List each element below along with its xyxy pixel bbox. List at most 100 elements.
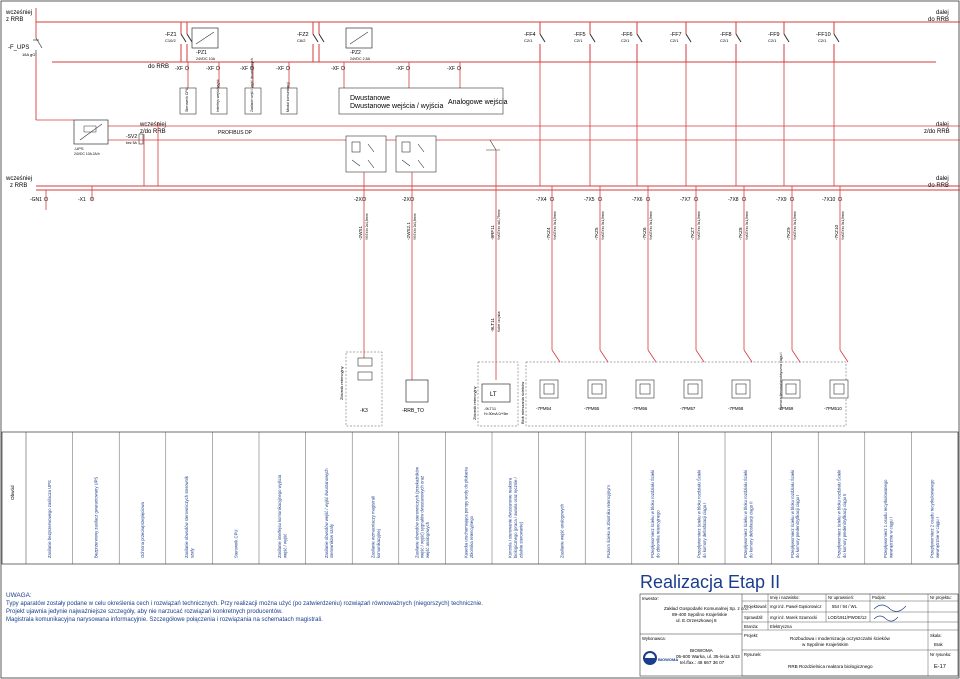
svg-text:-7KZ7: -7KZ7 [690,227,695,240]
svg-text:wcześniej: wcześniej [5,176,32,182]
svg-text:-7KZ6: -7KZ6 [642,227,647,240]
legend-cell-text: biologicznego (praca / awaria oraz ręczn… [513,476,518,558]
legend-cell-text: Zasilanie interfejsu komunikacyjnego wyj… [277,474,282,558]
legend-cell-text: szafy [189,547,194,558]
svg-text:-7X7: -7X7 [680,197,691,203]
relay-analog [486,139,500,151]
module-binary-io: Dwustanowe wejścia / wyjścia [350,103,443,110]
svg-text:z/do RRB: z/do RRB [924,129,950,135]
svg-text:C2/1: C2/1 [524,38,533,43]
svg-text:Zakład Gospodarki Komunalnej S: Zakład Gospodarki Komunalnej Sp. z o.o. [664,606,749,611]
svg-text:Sprawdził:: Sprawdził: [744,615,763,620]
svg-text:-7X10: -7X10 [822,197,836,203]
svg-text:-XF: -XF [331,66,339,72]
svg-text:YKSYżo 2x1,5mm²: YKSYżo 2x1,5mm² [365,213,369,240]
svg-text:-7KZ9: -7KZ9 [786,227,791,240]
svg-text:Zbiornik retencyjny: Zbiornik retencyjny [472,386,477,420]
bus-drops [45,62,841,350]
svg-text:-PZ2: -PZ2 [350,50,361,56]
svg-text:YnKGYżo 3x1,5mm²: YnKGYżo 3x1,5mm² [649,211,653,240]
module-interface: Interfejs wejść/wyjść [216,79,220,112]
svg-text:Rysunek:: Rysunek: [744,652,761,657]
svg-text:-9RF11: -9RF11 [490,225,495,240]
legend-header: Obwód [10,485,15,500]
legend-cell-text: Sterownik CPU [233,530,238,558]
legend-cell-text: Przepływomierz ścieku w bloku rozdziału … [697,470,702,558]
svg-text:-XF: -XF [396,66,404,72]
legend-cell-text: Zasilanie obwodów sterowniczych (przekaź… [414,466,419,558]
svg-text:Imię i nazwisko:: Imię i nazwisko: [770,595,800,600]
svg-text:C6/2: C6/2 [297,38,306,43]
relay-block-1 [345,135,387,173]
top-right-reference: dalej do RRB [928,10,949,23]
svg-text:C2/1: C2/1 [621,38,630,43]
svg-text:dalej: dalej [936,176,949,182]
svg-text:-7PM510: -7PM510 [824,406,842,411]
svg-text:H=30mA 0/+5m: H=30mA 0/+5m [484,412,508,416]
next-to: do RRB [928,17,949,23]
svg-text:-FF7: -FF7 [670,32,682,38]
svg-text:Nr projektu:: Nr projektu: [930,595,952,600]
svg-text:-2WS1: -2WS1 [358,226,363,240]
legend-cell-text: komunikacyjnej [376,529,381,558]
notes-line-1: Typy aparatów zostały podane w celu okre… [6,601,483,607]
svg-text:Nr rysunku:: Nr rysunku: [930,652,951,657]
svg-text:YnKGYżo 3x1,5mm²: YnKGYżo 3x1,5mm² [697,211,701,240]
svg-text:554 / 94 / WL: 554 / 94 / WL [832,604,858,609]
svg-text:tel./fax.: 48 667 36 07: tel./fax.: 48 667 36 07 [680,660,725,665]
svg-text:-7KZ4: -7KZ4 [546,227,551,240]
svg-text:-XF: -XF [240,66,248,72]
svg-text:C10/2: C10/2 [165,38,176,43]
notes: UWAGA: Typy aparatów zostały podane w ce… [6,592,483,623]
svg-text:YnKGYżo 3x1,5mm²: YnKGYżo 3x1,5mm² [793,211,797,240]
svg-text:24VDC 10A: 24VDC 10A [196,57,216,61]
module-comm: Moduł komunikacji [286,82,290,112]
svg-text:YnKGYżo 4x0,75mm²: YnKGYżo 4x0,75mm² [497,209,501,240]
svg-text:bez 5A: bez 5A [126,141,138,145]
svg-text:ul. E.Orzeszkowej 8: ul. E.Orzeszkowej 8 [676,618,717,623]
lower-buses [36,185,960,191]
cable-labels: -2WS1 YKSYżo 2x1,5mm² -2WS2.1 YKSYżo 2x1… [358,209,845,332]
svg-text:Kabel czujnika: Kabel czujnika [497,311,501,332]
legend-cell-text: Przepływomierz ścieku w bloku rozdziału … [650,470,655,558]
svg-text:C2/1: C2/1 [768,38,777,43]
legend-table: Obwód Zasilanie bezprzerwowego zasilacza… [1,431,959,565]
legend-cell-text: wejść / wyjść [283,534,288,558]
svg-text:Skala:: Skala: [930,633,942,638]
svg-text:-9LT11: -9LT11 [490,318,495,332]
svg-text:Branża:: Branża: [744,624,758,629]
svg-text:-2X: -2X [402,197,410,203]
mid-left-reference: wcześniej z/do RRB [139,122,166,135]
svg-text:C2/1: C2/1 [574,38,583,43]
svg-text:C2/1: C2/1 [670,38,679,43]
f-ups-tag: -F_UPS [8,45,29,51]
svg-text:-XF: -XF [206,66,214,72]
svg-text:-XF: -XF [175,66,183,72]
svg-text:-7X6: -7X6 [632,197,643,203]
notes-line-2: Projekt ujawnia jedynie najważniejsze sz… [6,609,283,615]
legend-cell-text: sterowników szafy [329,523,334,558]
svg-text:-RRB_TO: -RRB_TO [402,408,424,414]
module-supply: Zasilanie wejść i wyjść dwustanowych [250,58,254,112]
legend-cell-text: Zasilanie wzmacniaczy magistrali [370,496,375,558]
svg-text:Nr uprawnień:: Nr uprawnień: [828,595,854,600]
svg-text:LT: LT [490,392,497,398]
svg-text:Podpis:: Podpis: [872,595,886,600]
svg-text:Rozbudowa i modernizacja oczys: Rozbudowa i modernizacja oczyszczalni śc… [790,636,891,641]
svg-text:z RRB: z RRB [10,183,27,189]
svg-text:-FF4: -FF4 [524,32,536,38]
f-ups-rating: 16A gG [22,52,35,57]
svg-text:-7PM55: -7PM55 [584,406,600,411]
prev-from: z RRB [6,17,23,23]
svg-text:-7KZ10: -7KZ10 [834,224,839,240]
legend-cell-text: do komory predenitryfikacji ciągu I [795,495,800,558]
svg-text:-PZ1: -PZ1 [196,50,207,56]
legend-cell-text: wewnętrznie w ciągu I [935,517,940,558]
mid-right-reference: dalej z/do RRB [924,122,950,135]
